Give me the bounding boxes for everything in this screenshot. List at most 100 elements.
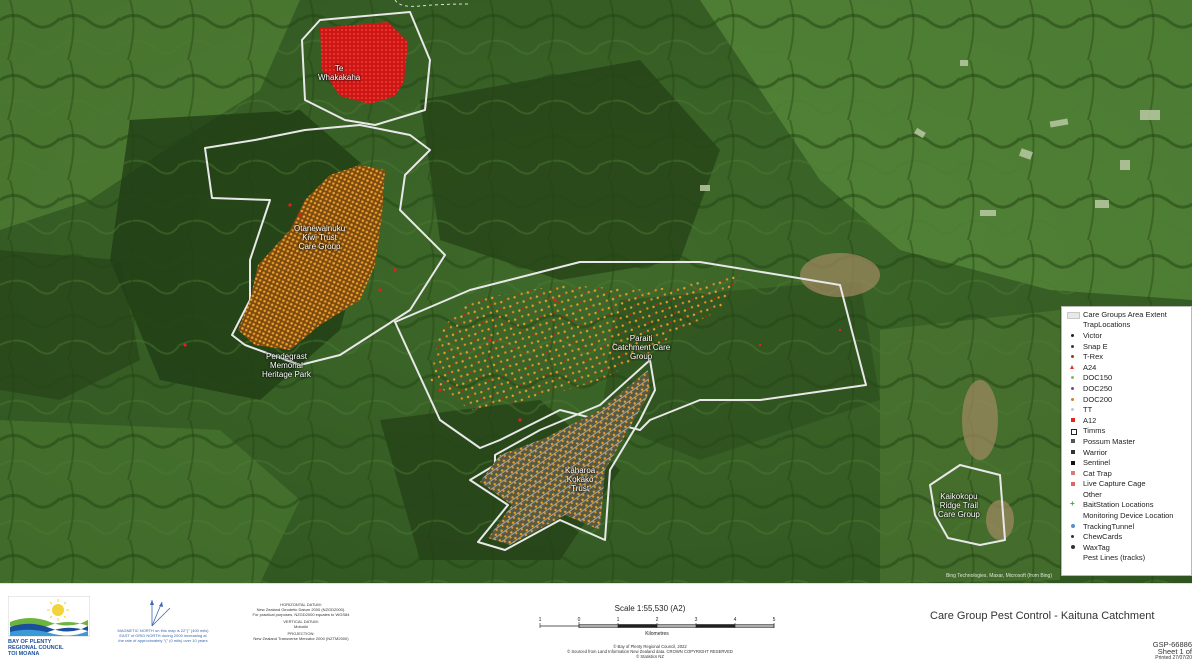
legend-label: DOC200 (1083, 394, 1113, 404)
scale-unit: Kilometres (645, 631, 669, 637)
legend-row: Warrior (1067, 447, 1189, 458)
legend-row: Pest Lines (tracks) (1067, 553, 1189, 564)
imagery-attribution: Bing Technologies. Maxar, Microsoft (fro… (945, 573, 1052, 579)
north-arrow-icon (150, 600, 171, 627)
legend-symbol-icon (1067, 512, 1079, 520)
legend-label: Sentinel (1083, 458, 1111, 468)
legend-symbol-icon (1067, 321, 1079, 329)
legend-symbol-icon (1067, 342, 1079, 350)
legend-symbol-icon (1067, 448, 1079, 456)
legend-label: Timms (1083, 426, 1106, 436)
legend-symbol-icon (1067, 353, 1079, 361)
document-reference: GSP-66886 Sheet 1 of Printed 27/07/20 (1152, 640, 1192, 661)
legend-symbol-icon (1067, 406, 1079, 414)
legend-row: A24 (1067, 362, 1189, 373)
legend-row: Victor (1067, 330, 1189, 341)
scale-tick: 2 (656, 617, 659, 623)
legend-label: Other (1083, 489, 1102, 499)
council-logo (8, 596, 90, 637)
scale-tick: 0 (578, 617, 581, 623)
legend-row: A12 (1067, 415, 1189, 426)
care-group-boundaries (204, 11, 1006, 551)
legend-label: DOC250 (1083, 383, 1113, 393)
legend-symbol-icon (1067, 416, 1079, 424)
legend-symbol-icon (1067, 384, 1079, 392)
datum-info: HORIZONTAL DATUM: New Zealand Geodetic D… (252, 602, 350, 641)
legend-symbol-icon (1067, 374, 1079, 382)
legend-symbol-icon (1067, 490, 1079, 498)
legend-row: Snap E (1067, 341, 1189, 352)
legend-label: BaitStation Locations (1083, 500, 1154, 510)
legend-symbol-icon (1067, 331, 1079, 339)
legend-label: A24 (1083, 362, 1097, 372)
legend-label: T-Rex (1083, 352, 1104, 362)
legend-label: A12 (1083, 415, 1097, 425)
legend-row: Care Groups Area Extent (1067, 309, 1189, 320)
map-title: Care Group Pest Control - Kaituna Catchm… (930, 610, 1155, 622)
legend-row: BaitStation Locations (1067, 499, 1189, 511)
legend-row: DOC150 (1067, 373, 1189, 384)
legend-row: Live Capture Cage (1067, 479, 1189, 490)
legend-row: Cat Trap (1067, 468, 1189, 479)
scale-tick: 5 (773, 617, 776, 623)
legend-row: TT (1067, 404, 1189, 415)
legend-symbol-icon (1067, 395, 1079, 403)
legend-label: Warrior (1083, 447, 1108, 457)
legend-symbol-icon (1067, 499, 1079, 509)
magnetic-north-note: MAGNETIC NORTH on this map is 22°(° (400… (117, 628, 209, 643)
legend-symbol-icon (1067, 363, 1079, 371)
legend-symbol-icon (1067, 469, 1079, 477)
scale-tick: 1 (539, 617, 542, 623)
scale-tick: 1 (617, 617, 620, 623)
legend-label: Care Groups Area Extent (1083, 309, 1167, 319)
legend-symbol-icon (1067, 459, 1079, 467)
satellite-imagery (0, 0, 1192, 583)
legend-row: Other (1067, 489, 1189, 500)
legend-label: Possum Master (1083, 436, 1136, 446)
legend-symbol-icon (1067, 427, 1079, 435)
legend-label: Snap E (1083, 341, 1108, 351)
legend-label: Cat Trap (1083, 468, 1112, 478)
legend-row: TrackingTunnel (1067, 521, 1189, 532)
legend-symbol-icon (1067, 310, 1080, 320)
legend-label: Live Capture Cage (1083, 479, 1146, 489)
legend-symbol-icon (1067, 522, 1079, 530)
legend-label: TrapLocations (1083, 320, 1131, 330)
legend-label: WaxTag (1083, 542, 1110, 552)
legend-label: TT (1083, 405, 1093, 415)
legend-row: WaxTag (1067, 542, 1189, 553)
legend-row: DOC250 (1067, 383, 1189, 394)
map-footer: BAY OF PLENTY REGIONAL COUNCIL TOI MOANA… (0, 583, 1192, 663)
legend-symbol-icon (1067, 543, 1079, 551)
legend-label: ChewCards (1083, 532, 1123, 542)
legend-symbol-icon (1067, 554, 1079, 562)
legend-row: ChewCards (1067, 531, 1189, 542)
legend-label: Monitoring Device Location (1083, 511, 1174, 521)
legend-label: TrackingTunnel (1083, 521, 1135, 531)
legend-row: DOC200 (1067, 394, 1189, 405)
legend-label: Pest Lines (tracks) (1083, 553, 1146, 563)
scale-tick: 3 (695, 617, 698, 623)
legend-row: Sentinel (1067, 457, 1189, 468)
legend-row: Possum Master (1067, 436, 1189, 447)
legend-row: Monitoring Device Location (1067, 510, 1189, 521)
scale-bar: 1 0 1 2 3 4 5 Kilometres (539, 617, 776, 637)
council-name: BAY OF PLENTY REGIONAL COUNCIL TOI MOANA (8, 639, 64, 657)
legend-row: T-Rex (1067, 351, 1189, 362)
copyright-note: © Bay of Plenty Regional Council, 2022 ©… (567, 644, 733, 659)
legend-symbol-icon (1067, 533, 1079, 541)
scale-title: Scale 1:55,530 (A2) (614, 604, 686, 613)
legend-row: Timms (1067, 426, 1189, 437)
legend-symbol-icon (1067, 437, 1079, 445)
legend-symbol-icon (1067, 480, 1079, 488)
legend-label: Victor (1083, 330, 1103, 340)
